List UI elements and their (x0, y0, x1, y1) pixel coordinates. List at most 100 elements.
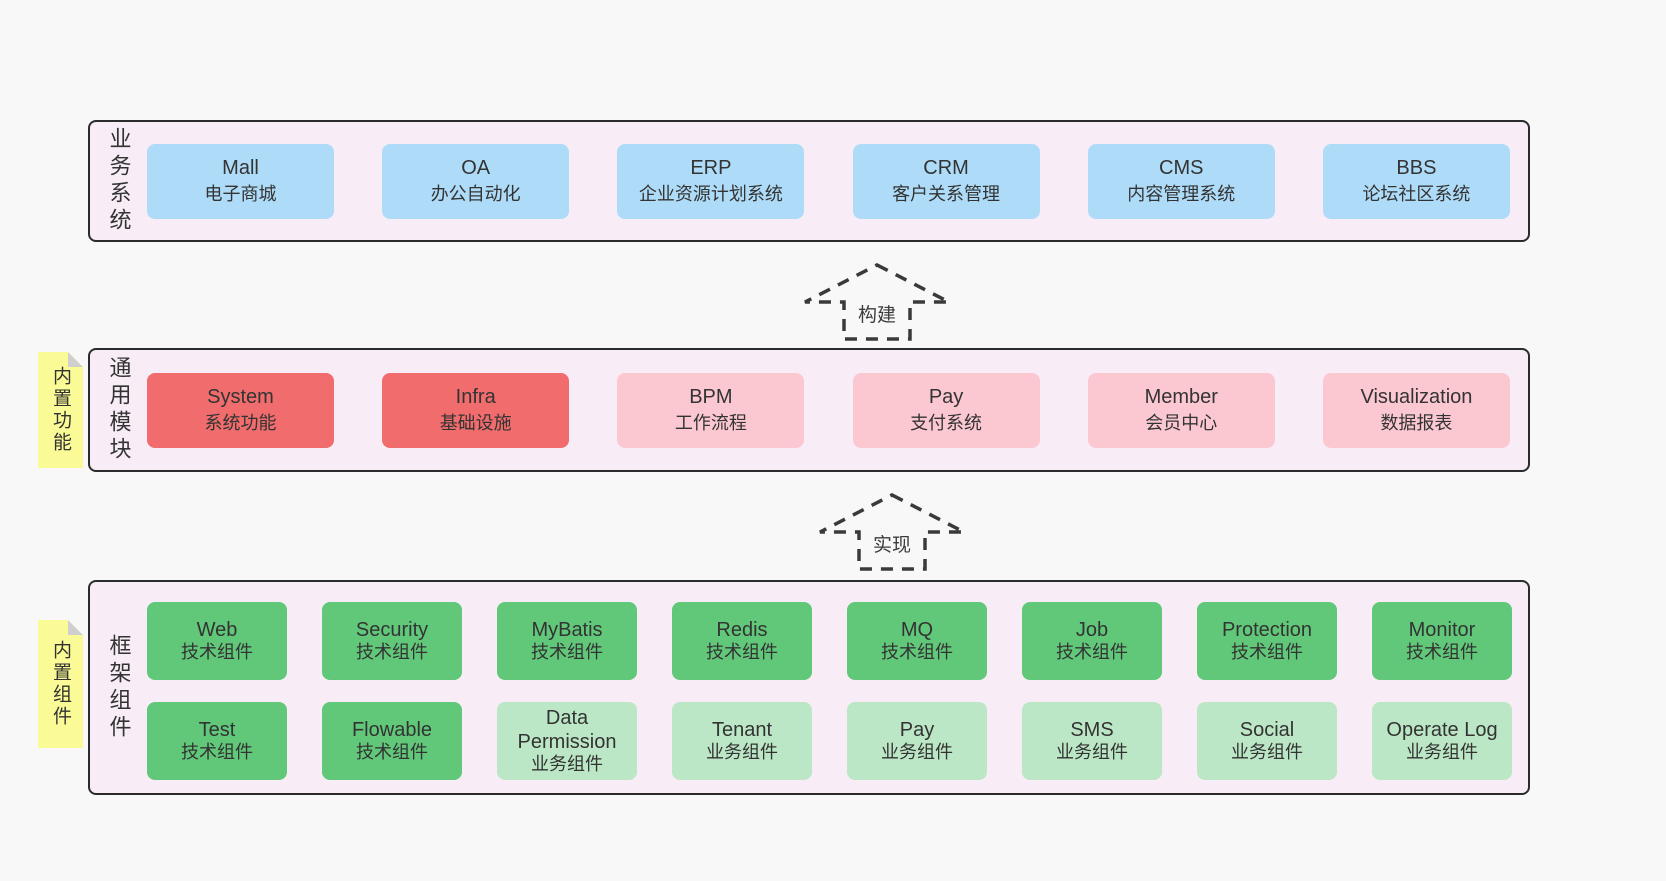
box-pay-component: Pay 业务组件 (847, 702, 987, 780)
implement-arrow-label: 实现 (868, 530, 916, 557)
box-crm: CRM 客户关系管理 (852, 143, 1040, 219)
sticky-note-builtin-features: 内置功能 (38, 352, 83, 468)
box-protection: Protection 技术组件 (1197, 602, 1337, 680)
box-title: Monitor (1408, 618, 1476, 641)
box-title: Web (196, 618, 238, 641)
box-subtitle: 基础设施 (439, 413, 512, 434)
box-tenant: Tenant 业务组件 (672, 702, 812, 780)
box-mybatis: MyBatis 技术组件 (497, 602, 637, 680)
box-operate-log: Operate Log 业务组件 (1372, 702, 1512, 780)
box-title: ERP (690, 157, 732, 180)
box-subtitle: 业务组件 (1056, 742, 1128, 763)
box-subtitle: 客户关系管理 (892, 184, 1001, 205)
layer-business-systems: 业务系统 Mall 电子商城 OA 办公自动化 ERP 企业资源计划系统 CRM… (88, 120, 1530, 242)
implement-arrow: 实现 (817, 492, 967, 572)
box-title: Tenant (711, 718, 773, 741)
box-social: Social 业务组件 (1197, 702, 1337, 780)
box-data-permission: Data Permission 业务组件 (497, 702, 637, 780)
box-subtitle: 技术组件 (1231, 642, 1303, 663)
box-title: BBS (1396, 157, 1437, 180)
box-mall: Mall 电子商城 (147, 143, 334, 219)
business-box-row: Mall 电子商城 OA 办公自动化 ERP 企业资源计划系统 CRM 客户关系… (147, 122, 1528, 240)
box-title: SMS (1070, 718, 1114, 741)
box-title: CMS (1159, 157, 1204, 180)
box-bpm: BPM 工作流程 (617, 372, 805, 448)
box-title: Infra (455, 386, 496, 409)
sticky-note-text: 内置组件 (50, 640, 71, 728)
box-subtitle: 业务组件 (706, 742, 778, 763)
box-title: Protection (1221, 618, 1313, 641)
box-pay-module: Pay 支付系统 (852, 372, 1040, 448)
box-subtitle: 电子商城 (204, 184, 277, 205)
box-visualization: Visualization 数据报表 (1322, 372, 1510, 448)
box-title: Job (1075, 618, 1109, 641)
modules-box-row: System 系统功能 Infra 基础设施 BPM 工作流程 Pay 支付系统… (147, 350, 1528, 470)
box-bbs: BBS 论坛社区系统 (1322, 143, 1510, 219)
layer-label-modules-text: 通用模块 (106, 356, 132, 464)
box-title: Pay (928, 386, 964, 409)
box-oa: OA 办公自动化 (382, 143, 570, 219)
box-sms: SMS 业务组件 (1022, 702, 1162, 780)
box-subtitle: 办公自动化 (430, 184, 521, 205)
box-erp: ERP 企业资源计划系统 (617, 143, 805, 219)
box-title: CRM (923, 157, 969, 180)
up-arrow-dashed-icon (819, 493, 965, 571)
box-subtitle: 技术组件 (881, 642, 953, 663)
box-security: Security 技术组件 (322, 602, 462, 680)
box-flowable: Flowable 技术组件 (322, 702, 462, 780)
box-subtitle: 业务组件 (1231, 742, 1303, 763)
box-web: Web 技术组件 (147, 602, 287, 680)
box-subtitle: 技术组件 (356, 742, 428, 763)
up-arrow-dashed-icon (804, 263, 950, 341)
box-subtitle: 技术组件 (531, 642, 603, 663)
layer-label-modules: 通用模块 (90, 350, 147, 470)
sticky-note-text: 内置功能 (50, 366, 71, 454)
box-title: Data Permission (517, 706, 617, 754)
box-redis: Redis 技术组件 (672, 602, 812, 680)
box-subtitle: 业务组件 (1406, 742, 1478, 763)
box-subtitle: 内容管理系统 (1127, 184, 1236, 205)
box-subtitle: 工作流程 (674, 413, 747, 434)
box-title: Social (1239, 718, 1295, 741)
box-subtitle: 支付系统 (910, 413, 983, 434)
box-title: Member (1144, 386, 1218, 409)
box-title: System (207, 386, 274, 409)
box-cms: CMS 内容管理系统 (1087, 143, 1275, 219)
box-title: Operate Log (1386, 718, 1498, 741)
box-title: OA (461, 157, 491, 180)
box-subtitle: 技术组件 (356, 642, 428, 663)
build-arrow-label: 构建 (853, 300, 901, 327)
sticky-note-builtin-components: 内置组件 (38, 620, 83, 748)
build-arrow: 构建 (802, 262, 952, 342)
box-subtitle: 业务组件 (531, 754, 603, 775)
box-subtitle: 技术组件 (181, 742, 253, 763)
box-test: Test 技术组件 (147, 702, 287, 780)
box-infra: Infra 基础设施 (382, 372, 570, 448)
box-subtitle: 企业资源计划系统 (638, 184, 783, 205)
box-title: Security (355, 618, 429, 641)
box-title: Pay (899, 718, 935, 741)
box-job: Job 技术组件 (1022, 602, 1162, 680)
box-mq: MQ 技术组件 (847, 602, 987, 680)
box-member: Member 会员中心 (1087, 372, 1275, 448)
box-system: System 系统功能 (147, 372, 334, 448)
box-subtitle: 业务组件 (881, 742, 953, 763)
box-title: MQ (900, 618, 934, 641)
box-title: Visualization (1360, 386, 1473, 409)
box-title: Flowable (351, 718, 433, 741)
components-box-grid: Web 技术组件 Security 技术组件 MyBatis 技术组件 Redi… (147, 582, 1532, 793)
layer-label-business: 业务系统 (90, 122, 147, 240)
layer-label-components-text: 框架组件 (106, 633, 132, 742)
box-subtitle: 技术组件 (1056, 642, 1128, 663)
box-subtitle: 会员中心 (1145, 413, 1218, 434)
box-monitor: Monitor 技术组件 (1372, 602, 1512, 680)
box-subtitle: 系统功能 (204, 413, 277, 434)
box-subtitle: 数据报表 (1380, 413, 1453, 434)
layer-label-components: 框架组件 (90, 582, 147, 793)
box-subtitle: 论坛社区系统 (1362, 184, 1471, 205)
box-title: Redis (716, 618, 768, 641)
box-title: MyBatis (531, 618, 603, 641)
box-subtitle: 技术组件 (181, 642, 253, 663)
box-subtitle: 技术组件 (706, 642, 778, 663)
